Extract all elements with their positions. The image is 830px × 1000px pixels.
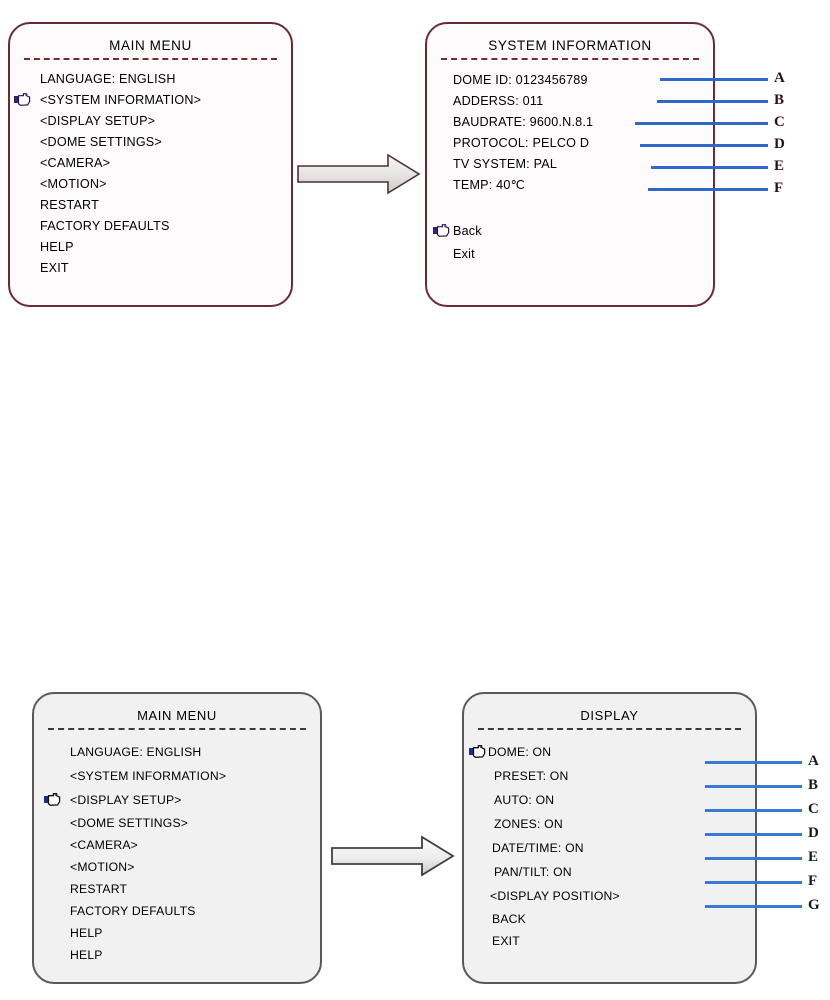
pointing-hand-icon bbox=[469, 745, 486, 758]
panel-main-menu-bottom: MAIN MENU LANGUAGE: ENGLISH <SYSTEM INFO… bbox=[32, 692, 322, 984]
info-row-protocol: PROTOCOL: PELCO D bbox=[453, 135, 590, 150]
menu-row-list-bottom: LANGUAGE: ENGLISH <SYSTEM INFORMATION> <… bbox=[34, 740, 320, 966]
info-row-temp: TEMP: 40℃ bbox=[453, 178, 525, 192]
action-back[interactable]: BACK bbox=[492, 912, 526, 926]
title-divider bbox=[441, 58, 699, 60]
menu-item-restart[interactable]: RESTART bbox=[40, 197, 100, 212]
info-row-tv-system: TV SYSTEM: PAL bbox=[453, 156, 558, 171]
display-row-preset[interactable]: PRESET: ON bbox=[494, 769, 569, 783]
info-row-address: ADDERSS: 011 bbox=[453, 93, 544, 108]
menu-item-motion[interactable]: <MOTION> bbox=[40, 176, 107, 191]
panel-title-main-menu-bottom: MAIN MENU bbox=[137, 708, 217, 723]
menu-item-help[interactable]: HELP bbox=[40, 239, 74, 254]
leader-line-f bbox=[705, 881, 802, 884]
action-back[interactable]: Back bbox=[427, 219, 713, 242]
leader-line-a bbox=[660, 78, 768, 81]
callout-letter-c: C bbox=[774, 114, 785, 130]
menu-item-help-secondary[interactable]: HELP bbox=[70, 948, 103, 962]
leader-line-b bbox=[705, 785, 802, 788]
callout-letter-f: F bbox=[774, 180, 784, 196]
menu-item-exit[interactable]: EXIT bbox=[40, 260, 69, 275]
callout-letter-a: A bbox=[774, 70, 785, 86]
panel-display-setup: DISPLAY DOME: ON PRESET: ON AUTO: ON ZON… bbox=[462, 692, 757, 984]
row-gap bbox=[427, 195, 713, 207]
callout-letter-f: F bbox=[808, 873, 818, 889]
display-row-auto[interactable]: AUTO: ON bbox=[494, 793, 555, 807]
row-gap bbox=[427, 207, 713, 219]
leader-line-e bbox=[651, 166, 768, 169]
info-row-baudrate: BAUDRATE: 9600.N.8.1 bbox=[453, 114, 594, 129]
callout-letter-d: D bbox=[774, 136, 785, 152]
callout-letter-a: A bbox=[808, 753, 819, 769]
callout-letter-d: D bbox=[808, 825, 819, 841]
display-row-dome[interactable]: DOME: ON bbox=[464, 740, 755, 764]
menu-item-help[interactable]: HELP bbox=[70, 926, 103, 940]
leader-line-d bbox=[705, 833, 802, 836]
panel-title-main-menu-top: MAIN MENU bbox=[109, 38, 192, 53]
leader-line-a bbox=[705, 761, 802, 764]
callout-letter-e: E bbox=[774, 158, 785, 174]
display-row-pan-tilt[interactable]: PAN/TILT: ON bbox=[494, 865, 572, 879]
title-divider bbox=[24, 58, 277, 60]
callout-letter-c: C bbox=[808, 801, 819, 817]
leader-line-f bbox=[648, 188, 768, 191]
title-divider bbox=[48, 728, 306, 730]
flow-arrow-bottom bbox=[331, 835, 455, 877]
menu-item-factory-defaults[interactable]: FACTORY DEFAULTS bbox=[40, 218, 170, 233]
pointing-hand-icon bbox=[44, 793, 61, 806]
display-row-date-time[interactable]: DATE/TIME: ON bbox=[492, 841, 584, 855]
menu-row-list-top: LANGUAGE: ENGLISH <SYSTEM INFORMATION> <… bbox=[10, 68, 291, 278]
info-row-dome-id: DOME ID: 0123456789 bbox=[453, 72, 588, 87]
menu-item-motion[interactable]: <MOTION> bbox=[70, 860, 135, 874]
callout-letter-b: B bbox=[808, 777, 819, 793]
callout-letter-e: E bbox=[808, 849, 819, 865]
menu-item-language[interactable]: LANGUAGE: ENGLISH bbox=[40, 71, 176, 86]
menu-item-factory-defaults[interactable]: FACTORY DEFAULTS bbox=[70, 904, 196, 918]
action-exit[interactable]: EXIT bbox=[492, 934, 520, 948]
info-row-list: DOME ID: 0123456789 ADDERSS: 011 BAUDRAT… bbox=[427, 69, 713, 265]
display-row-display-position[interactable]: <DISPLAY POSITION> bbox=[490, 889, 620, 903]
menu-item-camera[interactable]: <CAMERA> bbox=[70, 838, 138, 852]
menu-item-display-setup[interactable]: <DISPLAY SETUP> bbox=[40, 113, 156, 128]
menu-item-language[interactable]: LANGUAGE: ENGLISH bbox=[70, 745, 202, 759]
title-divider bbox=[478, 728, 741, 730]
flow-arrow-top bbox=[297, 153, 421, 195]
panel-title-display: DISPLAY bbox=[580, 708, 639, 723]
leader-line-d bbox=[640, 144, 768, 147]
menu-item-system-information[interactable]: <SYSTEM INFORMATION> bbox=[10, 89, 291, 110]
panel-system-information: SYSTEM INFORMATION DOME ID: 0123456789 A… bbox=[425, 22, 715, 307]
panel-main-menu-top: MAIN MENU LANGUAGE: ENGLISH <SYSTEM INFO… bbox=[8, 22, 293, 307]
leader-line-g bbox=[705, 905, 802, 908]
menu-item-camera[interactable]: <CAMERA> bbox=[40, 155, 111, 170]
callout-letter-g: G bbox=[808, 897, 820, 913]
pointing-hand-icon bbox=[433, 223, 450, 237]
menu-item-display-setup[interactable]: <DISPLAY SETUP> bbox=[34, 788, 320, 812]
leader-line-c bbox=[705, 809, 802, 812]
callout-letter-b: B bbox=[774, 92, 785, 108]
display-row-zones[interactable]: ZONES: ON bbox=[494, 817, 563, 831]
leader-line-e bbox=[705, 857, 802, 860]
menu-item-dome-settings[interactable]: <DOME SETTINGS> bbox=[70, 816, 189, 830]
menu-item-dome-settings[interactable]: <DOME SETTINGS> bbox=[40, 134, 162, 149]
pointing-hand-icon bbox=[14, 92, 31, 106]
menu-item-restart[interactable]: RESTART bbox=[70, 882, 128, 896]
leader-line-c bbox=[635, 122, 768, 125]
action-exit[interactable]: Exit bbox=[453, 246, 475, 261]
display-row-list: DOME: ON PRESET: ON AUTO: ON ZONES: ON D… bbox=[464, 740, 755, 952]
menu-item-system-information[interactable]: <SYSTEM INFORMATION> bbox=[70, 769, 227, 783]
panel-title-system-information: SYSTEM INFORMATION bbox=[488, 38, 652, 53]
leader-line-b bbox=[657, 100, 768, 103]
